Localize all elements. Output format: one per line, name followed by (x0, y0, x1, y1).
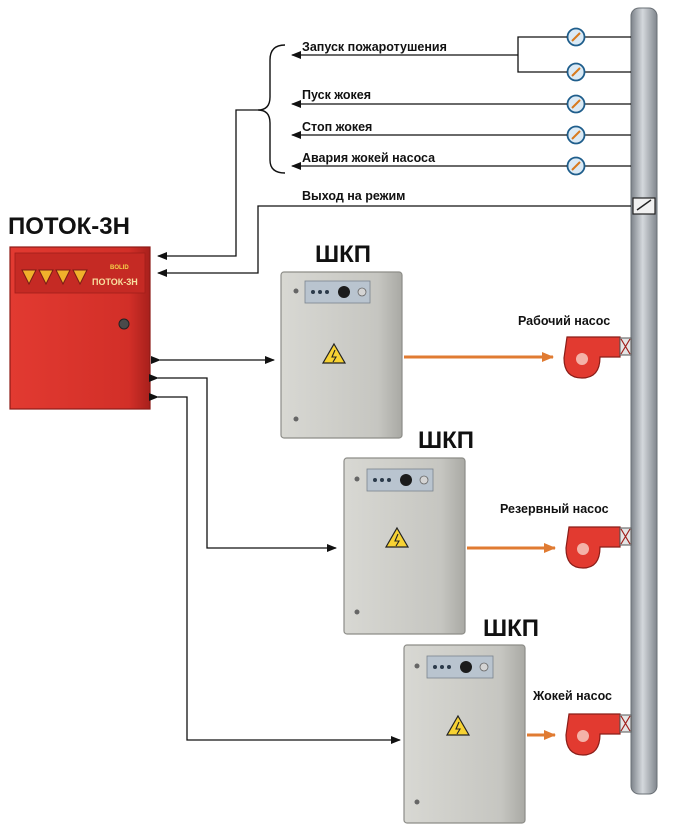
panel-model: ПОТОК-3Н (92, 277, 138, 287)
pump-icon (563, 336, 632, 379)
signal-label-mode-output: Выход на режим (302, 189, 405, 203)
signal-label-jockey-stop: Стоп жокея (302, 120, 372, 134)
cabinet-title-3: ШКП (483, 615, 539, 642)
high-voltage-icon (321, 342, 347, 364)
main-water-pipe (630, 7, 658, 795)
gauge-icon (566, 125, 586, 145)
high-voltage-icon (384, 526, 410, 548)
pump-label-main: Рабочий насос (518, 314, 610, 328)
signal-lines (157, 36, 631, 277)
gauge-icon (566, 27, 586, 47)
indicator-lamp-icon (338, 286, 350, 298)
control-links (149, 356, 401, 744)
pump-icon (565, 713, 632, 756)
cabinet-title-2: ШКП (418, 427, 474, 454)
pump-cabinet-3 (403, 644, 526, 824)
pump-label-jockey: Жокей насос (532, 689, 612, 703)
pump-label-reserve: Резервный насос (500, 502, 609, 516)
pressure-sensors (566, 27, 631, 176)
panel-brand: BOLID (110, 265, 129, 271)
lock-icon (118, 318, 130, 330)
gauge-icon (566, 156, 586, 176)
indicator-lamp-icon (400, 474, 412, 486)
controller-unit: BOLID ПОТОК-3Н (9, 246, 151, 410)
signal-label-jockey-fault: Авария жокей насоса (302, 151, 436, 165)
cabinet-title-1: ШКП (315, 241, 371, 268)
high-voltage-icon (445, 714, 471, 736)
controller-title: ПОТОК-3Н (8, 213, 130, 240)
signal-label-fire-start: Запуск пожаротушения (302, 40, 447, 54)
pump-icon (565, 526, 632, 569)
control-panel-strip (304, 280, 371, 304)
power-lines (404, 352, 556, 740)
signal-label-jockey-start: Пуск жокея (302, 88, 371, 102)
pump-cabinet-2 (343, 457, 466, 635)
gauge-icon (566, 94, 586, 114)
gauge-icon (566, 62, 586, 82)
indicator-lamp-icon (460, 661, 472, 673)
flow-switch-icon (632, 197, 656, 215)
pump-cabinet-1 (280, 271, 403, 439)
warning-triangles-icon (21, 269, 88, 286)
